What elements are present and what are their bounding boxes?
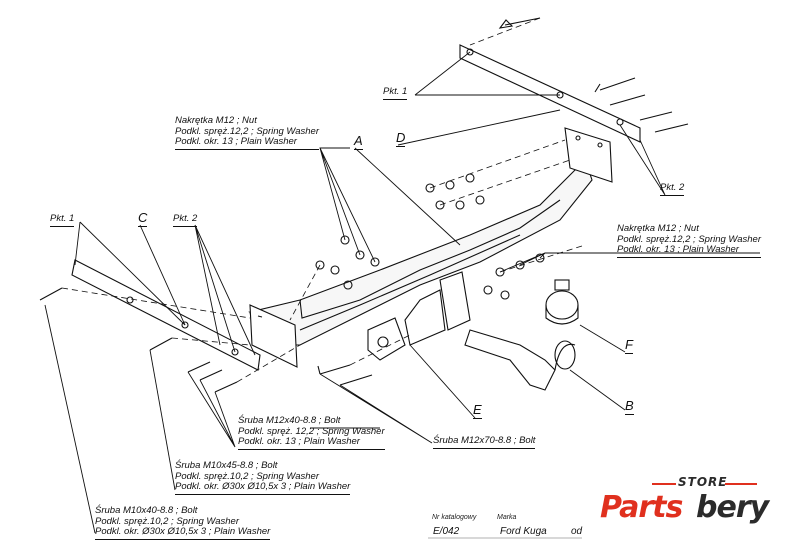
callout-pkt2-right: Pkt. 2 <box>660 182 685 196</box>
callout-e: E <box>473 402 482 419</box>
callout-pkt1-left: Pkt. 1 <box>50 213 75 227</box>
catalog-marka-label: Marka <box>497 514 517 521</box>
bolts <box>39 17 689 393</box>
catalog-marka-value: Ford Kuga <box>500 526 547 537</box>
logo-store-text: STORE <box>678 475 728 489</box>
note-bolt-m12x70: Śruba M12x70-8.8 ; Bolt <box>433 435 536 449</box>
catalog-od-label: od <box>571 526 583 537</box>
cover-f <box>545 279 579 325</box>
note-nut-top: Nakrętka M12 ; Nut Podkl. spręż.12,2 ; S… <box>175 115 319 150</box>
crossbar-a <box>248 127 613 368</box>
note-bolt-m10x45: Śruba M10x45-8.8 ; Bolt Podkl. spręż.10,… <box>175 460 351 495</box>
callout-d: D <box>396 130 406 147</box>
rail-d <box>459 44 641 143</box>
leader-lines <box>44 51 760 534</box>
note-nut-right: Nakrętka M12 ; Nut Podkl. spręż.12,2 ; S… <box>617 223 761 258</box>
note-bolt-m12x40: Śruba M12x40-8.8 ; Bolt Podkl. spręż. 12… <box>238 415 385 450</box>
bracket-e <box>367 271 471 361</box>
tow-ball-b <box>464 329 576 391</box>
catalog-nr-value: E/042 <box>433 526 460 537</box>
partsbery-logo: STORE Parts bery <box>600 475 780 540</box>
callout-pkt1-top: Pkt. 1 <box>383 86 408 100</box>
note-bolt-m10x40: Śruba M10x40-8.8 ; Bolt Podkl. spręż.10,… <box>95 505 271 540</box>
callout-b: B <box>625 398 634 415</box>
callout-f: F <box>625 337 633 354</box>
callout-a: A <box>354 133 363 150</box>
logo-parts-text: Parts <box>600 490 683 525</box>
callout-c: C <box>138 210 148 227</box>
callout-pkt2-left: Pkt. 2 <box>173 213 198 227</box>
logo-bery-text: bery <box>696 490 769 525</box>
catalog-nr-label: Nr katalogowy <box>432 514 477 521</box>
